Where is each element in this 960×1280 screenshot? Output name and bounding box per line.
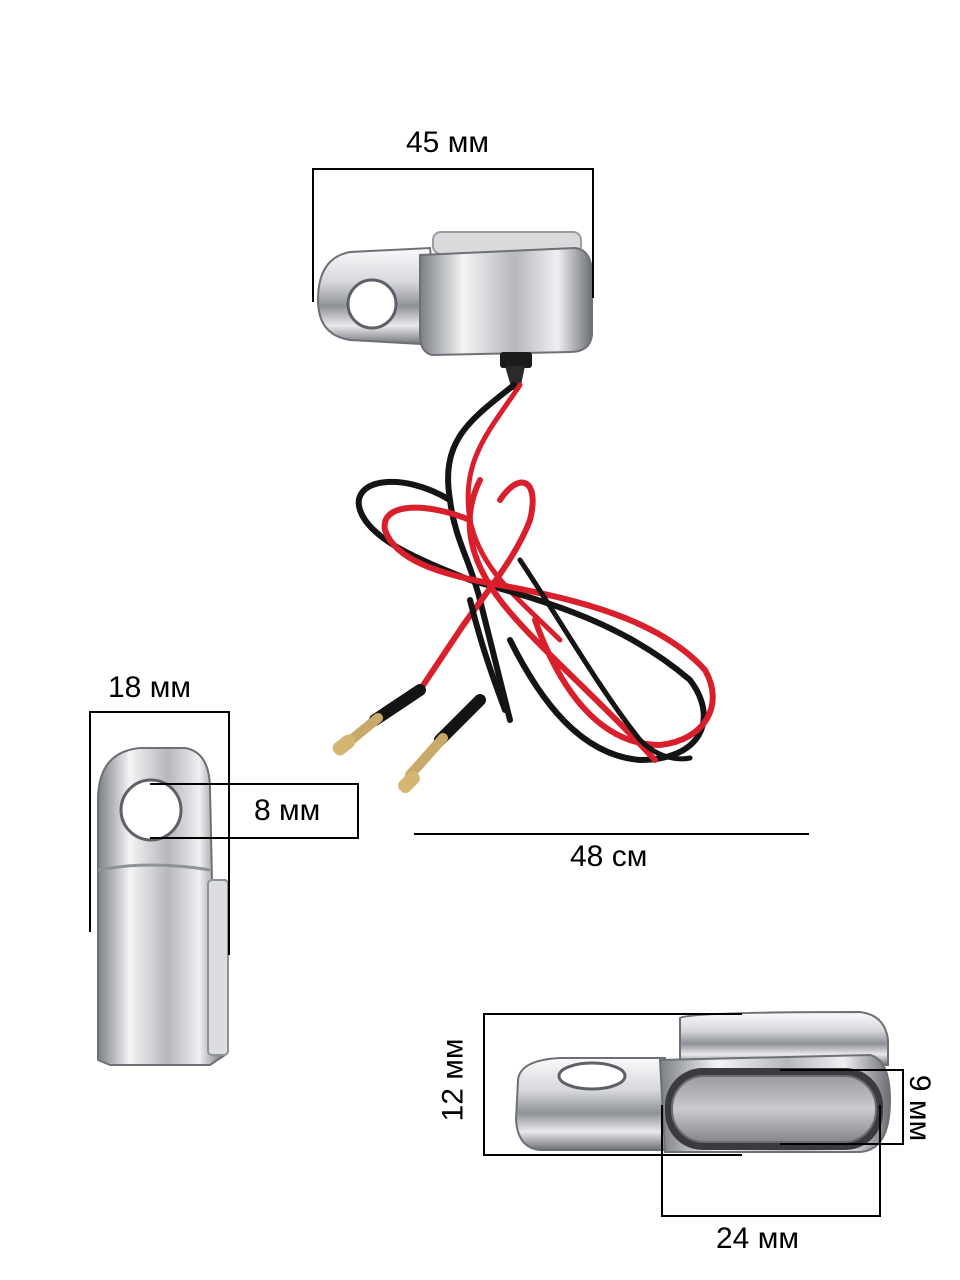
dim-label-lens-height: 9 мм [903, 1074, 937, 1142]
wire-bundle [332, 382, 716, 793]
dim-label-hole-diameter: 8 мм [254, 794, 321, 827]
dimension-lines [89, 168, 904, 1217]
dim-label-lens-width: 24 мм [716, 1222, 799, 1255]
dim-label-top-width: 45 мм [406, 126, 489, 159]
front-bracket [514, 1010, 892, 1153]
dim-label-cable-length: 48 см [570, 840, 648, 873]
side-bracket [97, 747, 229, 1066]
dim-label-front-height: 12 мм [436, 1038, 470, 1122]
top-bracket [316, 231, 593, 390]
dim-label-side-width: 18 мм [108, 671, 191, 704]
